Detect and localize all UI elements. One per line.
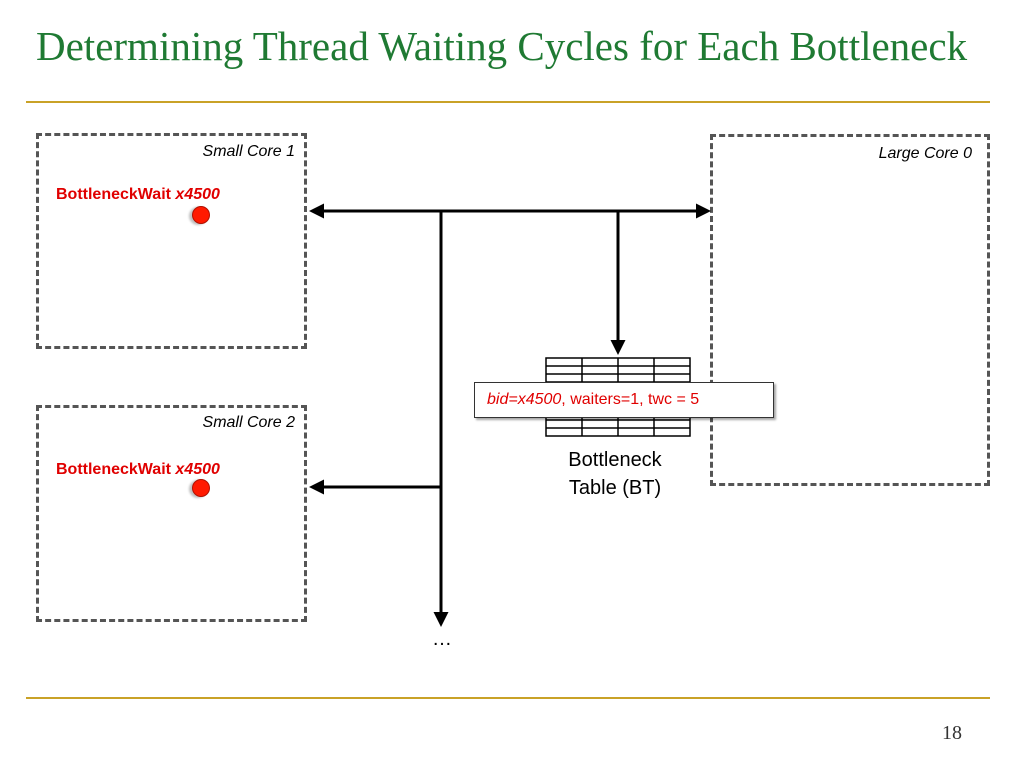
top-divider <box>26 101 990 103</box>
small-core-2-label: Small Core 2 <box>202 414 295 431</box>
bottleneck-address: x4500 <box>175 461 220 478</box>
bottleneck-address: x4500 <box>175 186 220 203</box>
bottleneck-table-entry: bid=x4500, waiters=1, twc = 5 <box>474 382 774 418</box>
bottleneck-wait-text: BottleneckWait <box>56 461 176 478</box>
large-core-0-box <box>710 134 990 486</box>
small-core-2-box <box>36 405 307 622</box>
bottom-divider <box>26 697 990 699</box>
bottleneck-wait-text: BottleneckWait <box>56 186 176 203</box>
more-cores-ellipsis: … <box>432 628 452 650</box>
thread-dot-core-1 <box>192 206 210 224</box>
small-core-1-bottleneck-wait: BottleneckWait x4500 <box>56 186 220 204</box>
large-core-0-label: Large Core 0 <box>878 145 972 162</box>
bottleneck-table-label: Bottleneck Table (BT) <box>540 446 690 502</box>
small-core-1-label: Small Core 1 <box>202 143 295 160</box>
page-number: 18 <box>942 722 962 744</box>
bt-label-line-2: Table (BT) <box>568 477 662 499</box>
small-core-1-box <box>36 133 307 349</box>
bt-label-line-1: Bottleneck <box>568 449 662 471</box>
entry-bid: bid=x4500 <box>487 391 562 408</box>
entry-fields: , waiters=1, twc = 5 <box>561 391 700 408</box>
entry-text: bid=x4500, waiters=1, twc = 5 <box>487 391 699 409</box>
slide-title: Determining Thread Waiting Cycles for Ea… <box>36 23 968 69</box>
thread-dot-core-2 <box>192 479 210 497</box>
small-core-2-bottleneck-wait: BottleneckWait x4500 <box>56 461 220 479</box>
